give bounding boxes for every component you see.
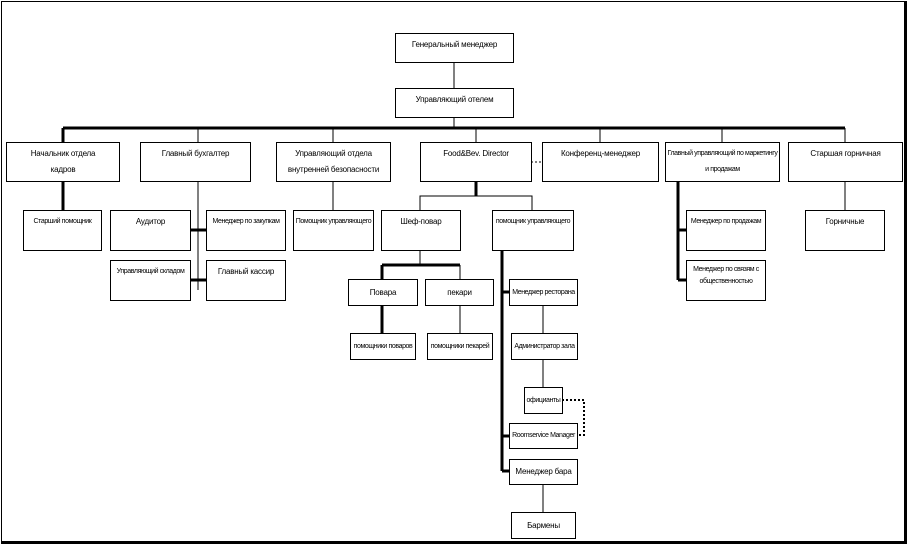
node-auditor: Аудитор [110,210,191,251]
node-general-manager: Генеральный менеджер [395,33,514,63]
node-purchasing-manager: Менеджер по закупкам [206,210,286,251]
node-hall-admin: Администратор зала [511,333,578,360]
node-roomservice-manager: Roomservice Manager [509,423,578,449]
node-fb-director: Food&Bev. Director [420,142,532,182]
node-senior-maid: Старшая горничная [788,142,903,182]
node-security-manager: Управляющий отдела внутренней безопаснос… [276,142,391,182]
node-chief-accountant: Главный бухгалтер [140,142,251,182]
connector [419,195,533,210]
node-bar-manager: Менеджер бара [509,459,578,485]
node-bakers: пекари [425,279,494,306]
node-bartenders: Бармены [511,512,576,539]
node-cooks: Повара [348,279,418,306]
node-chef: Шеф-повар [381,210,461,251]
node-chief-cashier: Главный кассир [206,260,286,301]
node-cook-assistants: помощники поваров [350,333,416,360]
node-hotel-manager: Управляющий отелем [395,88,514,118]
node-maids: Горничные [805,210,885,251]
node-fb-assistant: помощник управляющего [492,210,574,251]
node-marketing-manager: Главный управляющий по маркетингу и прод… [665,142,780,182]
node-hr-head: Начальник отдела кадров [6,142,120,182]
node-warehouse-manager: Управляющий складом [110,260,191,301]
node-conference-manager: Конференц-менеджер [542,142,659,182]
dotted-connector [562,399,585,436]
node-security-assistant: Помощник управляющего [293,210,374,251]
node-baker-assistants: помощники пекарей [427,333,493,360]
node-senior-assistant: Старший помощник [23,210,102,251]
node-pr-manager: Менеджер по связям с общественностью [686,260,766,301]
node-restaurant-manager: Менеджер ресторана [509,279,578,306]
node-sales-manager: Менеджер по продажам [686,210,766,251]
node-waiters: официанты [524,387,563,414]
